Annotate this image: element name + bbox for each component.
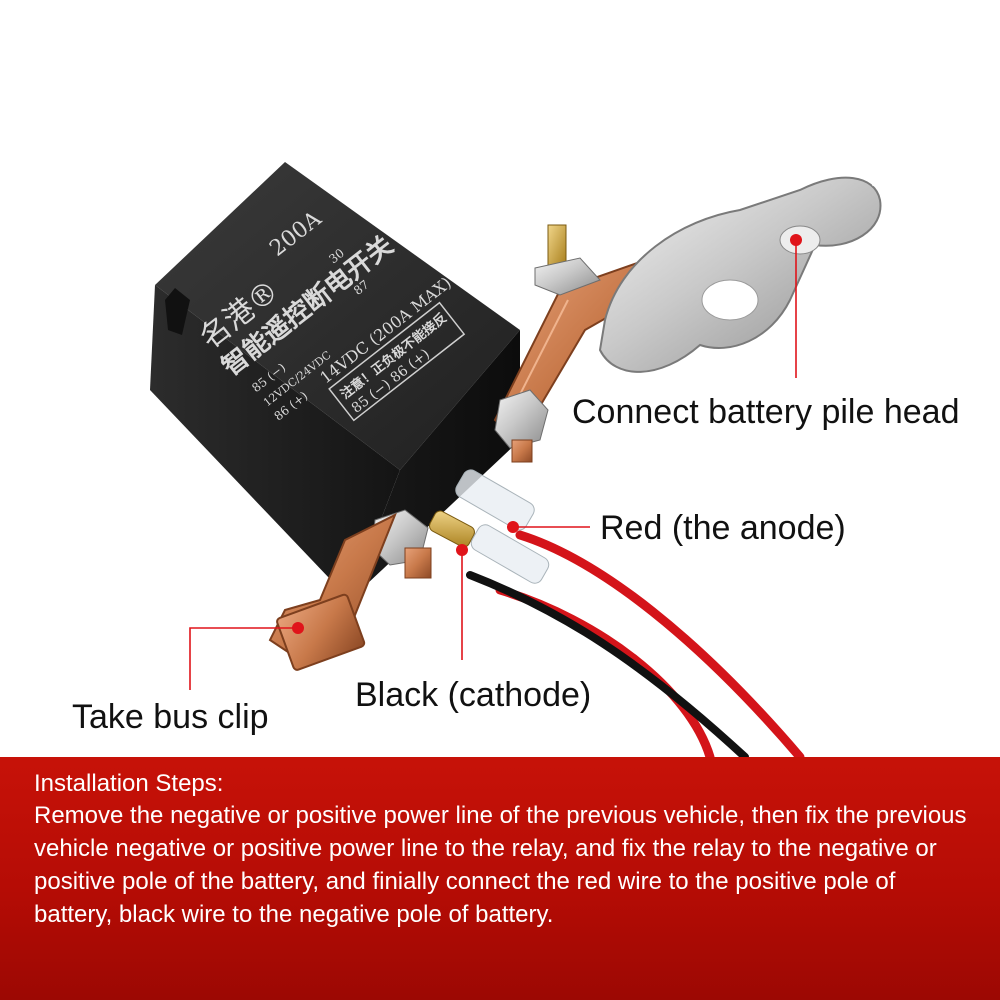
instructions-title: Installation Steps:	[34, 770, 224, 797]
callout-markers	[292, 234, 802, 634]
battery-pile-head	[598, 155, 882, 373]
red-wire-connector	[455, 469, 550, 584]
black-wire	[466, 571, 749, 761]
label-red-anode: Red (the anode)	[600, 509, 846, 547]
relay-terminal-right	[494, 389, 549, 463]
battery-stud	[534, 224, 601, 296]
instructions-banner: Installation Steps: Remove the negative …	[0, 757, 1000, 1000]
callout-lines	[189, 240, 797, 690]
black-wire-connector	[429, 510, 475, 548]
label-battery-pile-head: Connect battery pile head	[572, 393, 960, 431]
label-bus-clip: Take bus clip	[72, 698, 269, 736]
label-black-cathode: Black (cathode)	[355, 676, 592, 714]
instructions-body: Remove the negative or positive power li…	[34, 802, 967, 928]
